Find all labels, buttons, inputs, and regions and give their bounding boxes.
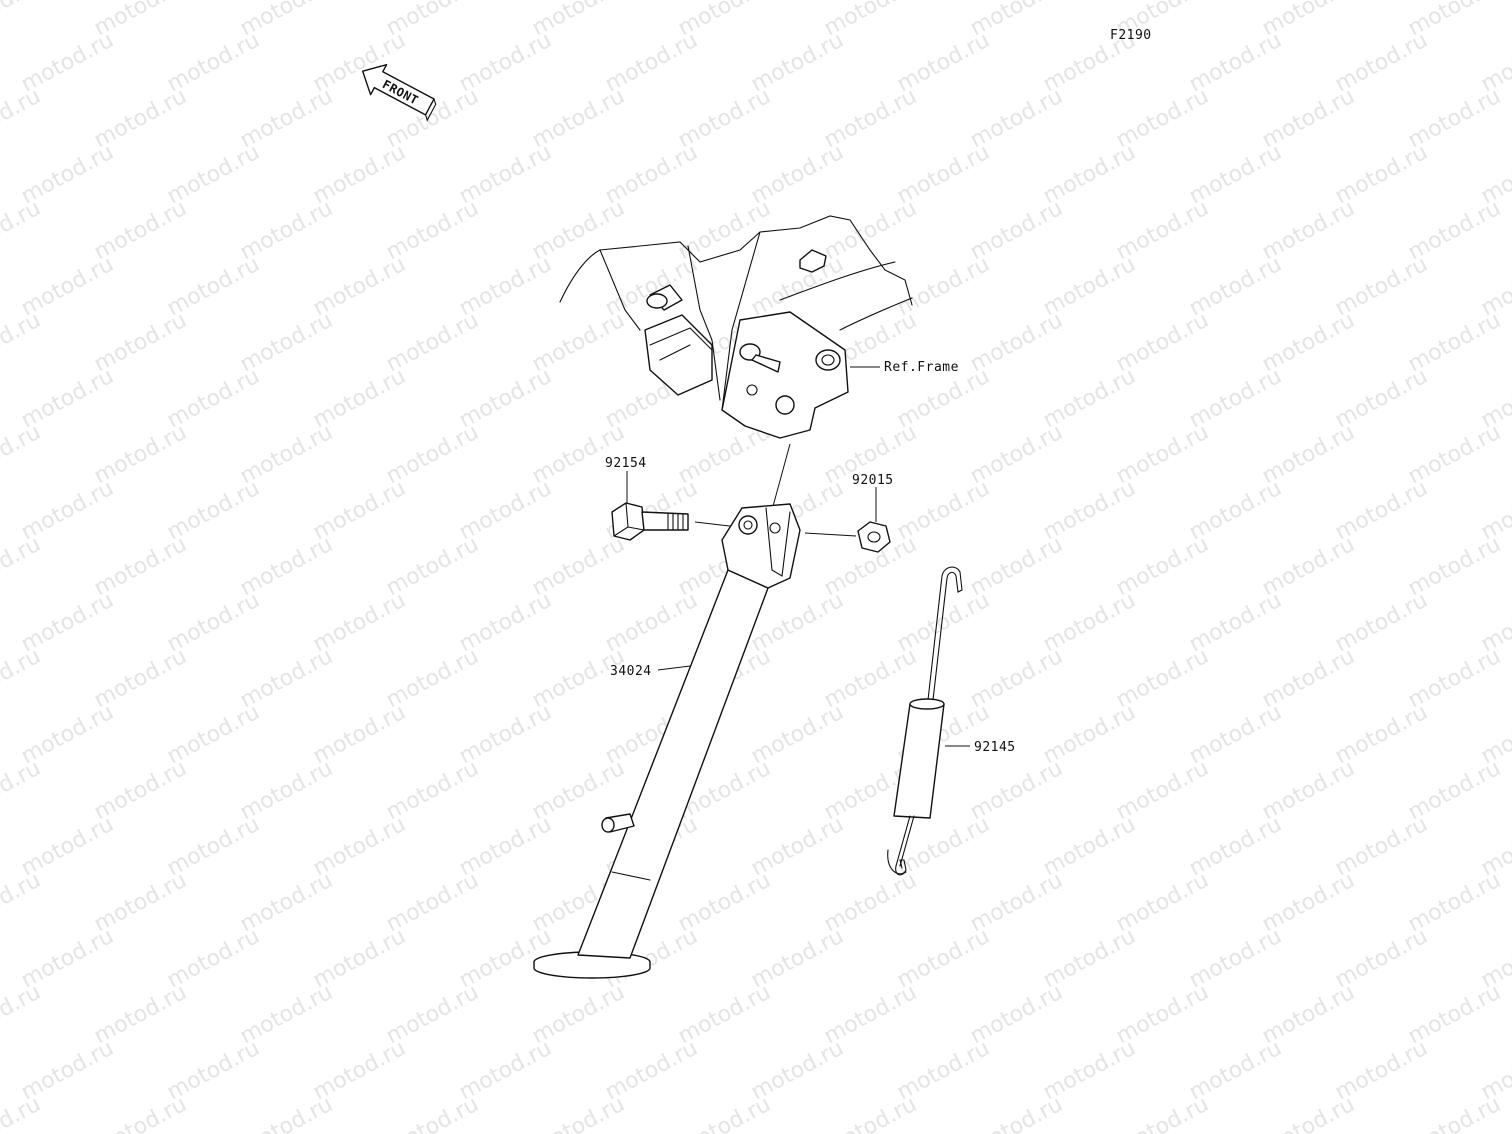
watermark-text: motod.ru	[674, 1092, 775, 1134]
side-stand-callout: 34024	[610, 664, 652, 679]
watermark-text: motod.ru	[90, 1092, 191, 1134]
side-stand-34024	[533, 503, 801, 979]
bolt-callout: 92154	[605, 456, 647, 471]
watermark-text: motod.ru	[0, 756, 45, 825]
watermark-text: motod.ru	[0, 868, 45, 937]
frame-assembly	[559, 215, 913, 439]
nut-callout: 92015	[852, 473, 894, 488]
watermark-text: motod.ru	[528, 1092, 629, 1134]
watermark-text: motod.ru	[0, 420, 45, 489]
watermark-text: motod.ru	[0, 0, 45, 41]
figure-code: F2190	[1110, 28, 1152, 43]
watermark-text: motod.ru	[0, 308, 45, 377]
watermark-text: motod.ru	[0, 644, 45, 713]
spring-92145	[887, 566, 963, 876]
watermark-text: motod.ru	[0, 980, 45, 1049]
watermark-text: motod.ru	[1404, 1092, 1505, 1134]
nut-92015	[857, 521, 891, 553]
watermark-text: motod.ru	[0, 84, 45, 153]
watermark-text: motod.ru	[236, 1092, 337, 1134]
watermark-text: motod.ru	[382, 1092, 483, 1134]
watermark-text: motod.ru	[820, 1092, 921, 1134]
watermark-text: motod.ru	[1258, 1092, 1359, 1134]
watermark-text: motod.ru	[0, 196, 45, 265]
spring-callout: 92145	[974, 740, 1016, 755]
ref-frame-label: Ref.Frame	[884, 360, 959, 375]
watermark-text: motod.ru	[1112, 1092, 1213, 1134]
watermark-text: motod.ru	[0, 532, 45, 601]
watermark-text: motod.ru	[966, 1092, 1067, 1134]
bolt-92154	[611, 502, 689, 541]
